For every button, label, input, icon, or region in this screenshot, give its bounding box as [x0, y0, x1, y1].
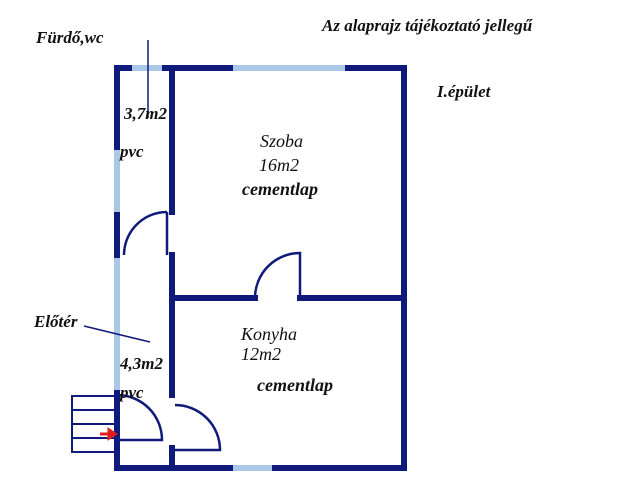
- bathroom-area: 3,7m2: [124, 104, 167, 123]
- entrance-arrow-icon: [100, 427, 118, 441]
- door-kitchen: [174, 403, 222, 452]
- leader-lines: [83, 40, 151, 343]
- building-label: I.épület: [437, 82, 491, 101]
- hall-area: 4,3m2: [120, 354, 163, 373]
- door-bathroom: [122, 210, 169, 256]
- entrance-steps: [71, 395, 117, 453]
- outer-walls: [114, 65, 407, 471]
- windows: [114, 65, 345, 471]
- doors: [116, 210, 302, 452]
- kitchen-name: Konyha: [241, 324, 297, 344]
- room-floor: cementlap: [242, 179, 318, 199]
- bathroom-name: Fürdő,wc: [36, 28, 104, 47]
- bathroom-floor: pvc: [120, 142, 144, 161]
- door-room: [253, 251, 302, 299]
- hall-leader: [83, 325, 151, 343]
- door-entrance: [116, 393, 164, 442]
- kitchen-area: 12m2: [241, 344, 281, 364]
- room-name: Szoba: [260, 131, 304, 151]
- hall-name: Előtér: [34, 312, 78, 331]
- room-area: 16m2: [259, 155, 299, 175]
- interior-walls: [114, 65, 407, 471]
- disclaimer-text: Az alaprajz tájékoztató jellegű: [322, 16, 533, 35]
- kitchen-floor: cementlap: [257, 375, 333, 395]
- hall-floor: pvc: [120, 383, 144, 402]
